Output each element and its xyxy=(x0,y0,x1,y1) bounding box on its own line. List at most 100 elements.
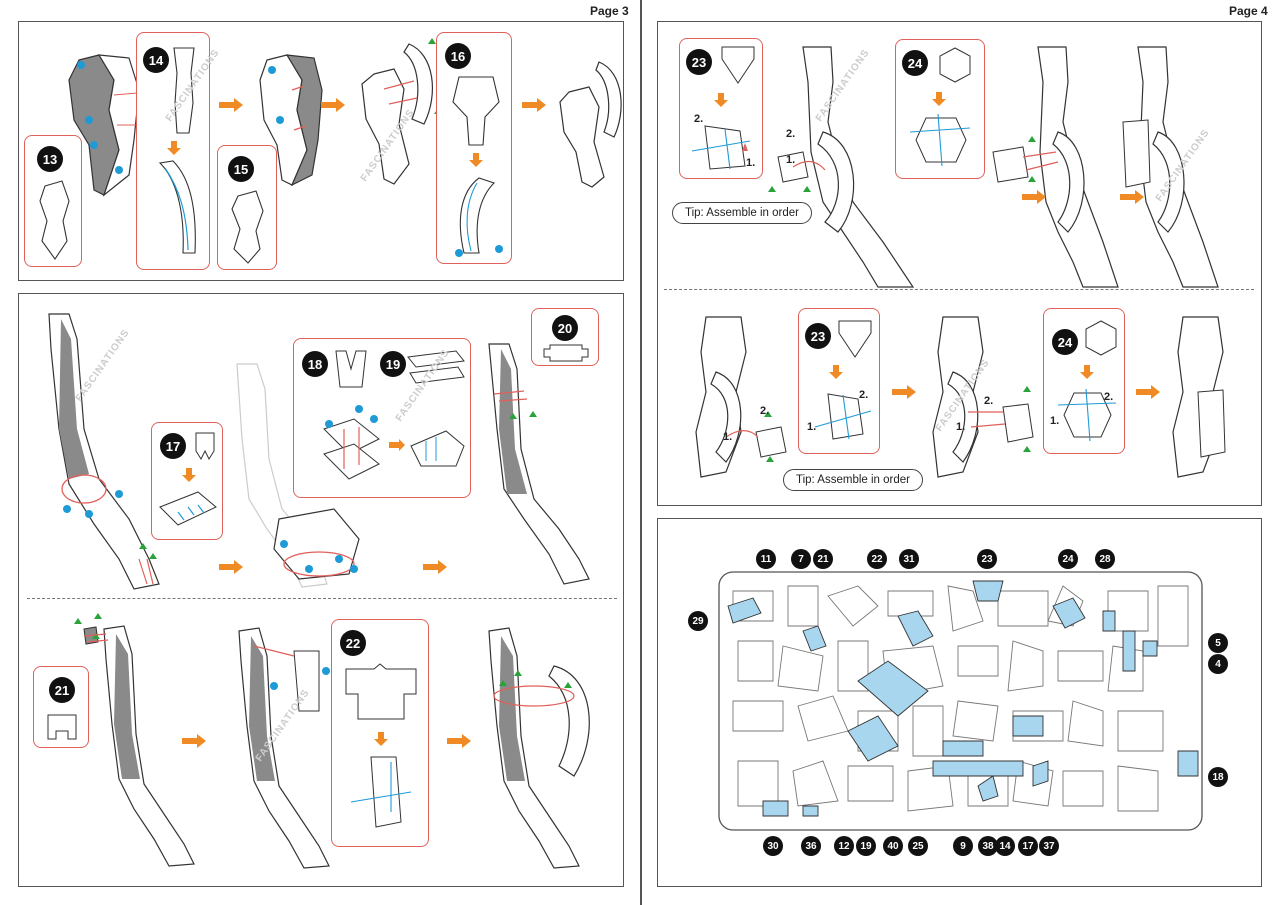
leg-drawing-2 xyxy=(488,343,590,585)
part-22-assembly-drawing xyxy=(350,756,412,828)
arm-piece-drawing-2 xyxy=(259,54,323,187)
step-15-badge: 15 xyxy=(228,156,254,182)
down-arrow-icon-8 xyxy=(1080,365,1094,379)
leg-assembly-drawing-5 xyxy=(932,316,1034,478)
leg-assembly-drawing-6 xyxy=(1172,316,1226,478)
step-22-badge: 22 xyxy=(340,630,366,656)
callout-step-17: 17 xyxy=(151,422,223,540)
order-label-1f: 1. xyxy=(1050,415,1060,427)
part-label-37: 37 xyxy=(1039,836,1059,856)
leg-drawing-1 xyxy=(48,313,160,590)
order-label-2f: 2. xyxy=(1104,391,1114,403)
arm-piece-drawing xyxy=(68,54,150,197)
order-label-2b: 2. xyxy=(786,128,796,140)
part-label-40: 40 xyxy=(883,836,903,856)
part-label-30: 30 xyxy=(763,836,783,856)
next-arrow-icon xyxy=(219,98,243,112)
callout-step-24b: 24 2. 1. xyxy=(1043,308,1125,454)
part-label-19: 19 xyxy=(856,836,876,856)
part-23-assembly-drawing xyxy=(691,125,751,170)
panel-steps-17-22: 17 18 19 xyxy=(18,293,624,887)
parts-sheet-drawing xyxy=(718,571,1203,831)
part-24-drawing xyxy=(939,47,971,83)
part-23b-drawing xyxy=(838,320,872,358)
section-divider xyxy=(27,598,617,599)
panel-steps-23-24: 23 2. 1. 2. 1. Tip: Assemble in order 24 xyxy=(657,21,1262,506)
down-arrow-icon-3 xyxy=(182,468,196,482)
part-19-drawing xyxy=(407,350,465,384)
next-arrow-icon-9 xyxy=(1022,190,1046,204)
step-18-badge: 18 xyxy=(302,351,328,377)
part-23-drawing xyxy=(721,46,755,84)
step-14-badge: 14 xyxy=(143,47,169,73)
tip-assemble-in-order-1: Tip: Assemble in order xyxy=(672,202,812,224)
step-13-badge: 13 xyxy=(37,146,63,172)
part-label-17: 17 xyxy=(1018,836,1038,856)
part-17-assembly-drawing xyxy=(159,491,217,526)
part-label-14: 14 xyxy=(995,836,1015,856)
leg-assembly-drawing-4 xyxy=(695,316,787,478)
step-19-badge: 19 xyxy=(380,351,406,377)
part-label-31: 31 xyxy=(899,549,919,569)
part-23b-assembly-drawing xyxy=(814,393,872,440)
part-label-23: 23 xyxy=(977,549,997,569)
page-divider xyxy=(640,0,642,905)
step-17-badge: 17 xyxy=(160,433,186,459)
next-arrow-icon-3 xyxy=(522,98,546,112)
part-13-drawing xyxy=(39,180,70,260)
part-19-assembly-drawing xyxy=(410,430,465,467)
leg-assembly-drawing-2 xyxy=(992,46,1119,288)
next-arrow-icon-5 xyxy=(389,439,405,451)
part-label-11: 11 xyxy=(756,549,776,569)
step-16-badge: 16 xyxy=(445,43,471,69)
order-label-1: 1. xyxy=(746,157,756,169)
next-arrow-icon-12 xyxy=(1136,385,1160,399)
next-arrow-icon-8 xyxy=(447,734,471,748)
next-arrow-icon-6 xyxy=(423,560,447,574)
callout-step-16: 16 xyxy=(436,32,512,264)
step-24b-badge: 24 xyxy=(1052,329,1078,355)
part-22-drawing xyxy=(345,663,417,720)
leg-assembly-drawing-1 xyxy=(768,46,915,288)
part-14-drawing xyxy=(173,47,195,134)
part-label-21: 21 xyxy=(813,549,833,569)
leg-drawing-4 xyxy=(238,627,330,869)
order-label-2c: 2. xyxy=(760,405,770,417)
next-arrow-icon-7 xyxy=(182,734,206,748)
step-20-badge: 20 xyxy=(552,315,578,341)
callout-step-20: 20 xyxy=(531,308,599,366)
down-arrow-icon xyxy=(167,141,181,155)
callout-step-14: 14 xyxy=(136,32,210,270)
arm-completed-drawing xyxy=(559,61,622,188)
next-arrow-icon-2 xyxy=(321,98,345,112)
order-label-1d: 1. xyxy=(807,421,817,433)
order-label-1e: 1. xyxy=(956,421,966,433)
callout-step-23b: 23 2. 1. xyxy=(798,308,880,454)
next-arrow-icon-10 xyxy=(1120,190,1144,204)
part-label-29: 29 xyxy=(688,611,708,631)
leg-drawing-5 xyxy=(488,627,590,869)
arm-assembly-drawing xyxy=(361,38,442,185)
part-label-22: 22 xyxy=(867,549,887,569)
step-23b-badge: 23 xyxy=(805,323,831,349)
part-label-25: 25 xyxy=(908,836,928,856)
order-label-1c: 1. xyxy=(723,431,733,443)
part-15-drawing xyxy=(231,190,264,264)
foot-highlight-drawing xyxy=(273,508,360,580)
part-label-38: 38 xyxy=(978,836,998,856)
down-arrow-icon-6 xyxy=(932,92,946,106)
part-17-drawing xyxy=(195,432,215,461)
part-24b-assembly-drawing xyxy=(1057,388,1117,442)
part-label-4: 4 xyxy=(1208,654,1228,674)
next-arrow-icon-4 xyxy=(219,560,243,574)
step-24-badge: 24 xyxy=(902,50,928,76)
part-label-28: 28 xyxy=(1095,549,1115,569)
part-18-assembly-drawing xyxy=(323,405,380,480)
step-21-badge: 21 xyxy=(49,677,75,703)
part-20-drawing xyxy=(543,344,589,362)
callout-step-13: 13 xyxy=(24,135,82,267)
panel-steps-13-16: 13 14 15 16 xyxy=(18,21,624,281)
part-14-bent-drawing xyxy=(158,160,196,254)
page-number-left: Page 3 xyxy=(590,4,629,18)
callout-step-24: 24 xyxy=(895,39,985,179)
